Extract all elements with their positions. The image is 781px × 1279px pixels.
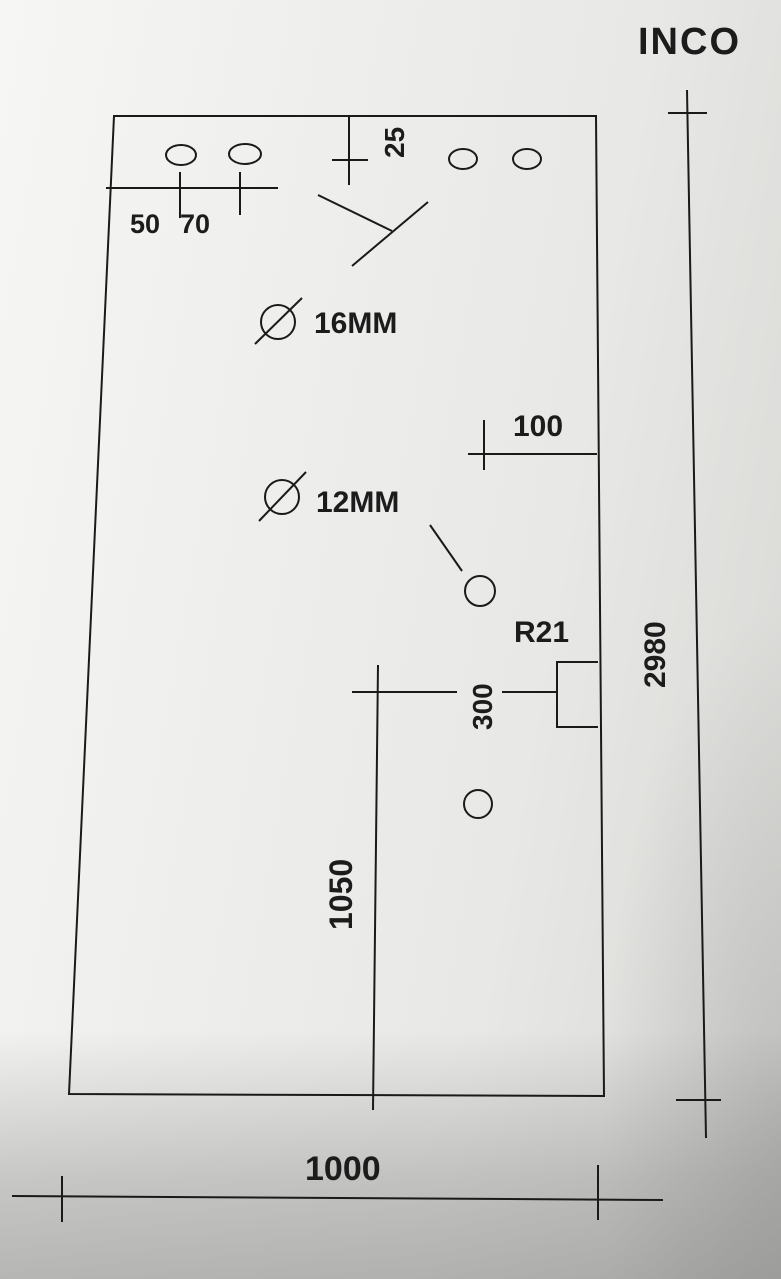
dimension-label-70: 70	[180, 209, 210, 239]
hole-size-16mm: 16MM	[314, 307, 397, 340]
dimension-label-25: 25	[379, 127, 410, 158]
label-diameter-12mm: 12MM	[258, 471, 399, 522]
dimension-300: 300	[352, 683, 557, 730]
dimension-1000: 1000	[11, 1150, 664, 1222]
dimension-2980: 2980	[639, 89, 721, 1139]
dimension-label-300: 300	[467, 683, 498, 730]
dimension-label-100: 100	[513, 410, 563, 443]
hole-top-right-1	[448, 148, 478, 170]
dimension-label-1000: 1000	[305, 1150, 381, 1188]
diameter-icon	[258, 471, 307, 522]
dimension-label-50: 50	[130, 209, 160, 239]
dimension-100: 100	[468, 410, 597, 470]
dimension-50-70: 50 70	[106, 172, 278, 239]
diameter-icon	[254, 297, 303, 345]
hole-12mm-lower	[463, 789, 493, 819]
dimension-label-2980: 2980	[639, 621, 672, 688]
dimension-label-1050: 1050	[323, 859, 359, 930]
panel-outline	[67, 115, 606, 1098]
leader-16mm	[317, 194, 429, 267]
hole-top-right-2	[512, 148, 542, 170]
notch-radius-label: R21	[514, 616, 569, 649]
hole-top-left-2	[228, 143, 262, 165]
leader-12mm	[429, 524, 463, 572]
dimension-25: 25	[332, 116, 410, 185]
hole-size-12mm: 12MM	[316, 486, 399, 519]
dimension-1050: 1050	[323, 664, 379, 1111]
hole-12mm-upper	[464, 575, 496, 607]
label-diameter-16mm: 16MM	[254, 297, 397, 345]
notch-r21: R21	[514, 616, 598, 728]
header-title: INCO	[638, 21, 741, 63]
hole-top-left-1	[165, 144, 197, 166]
